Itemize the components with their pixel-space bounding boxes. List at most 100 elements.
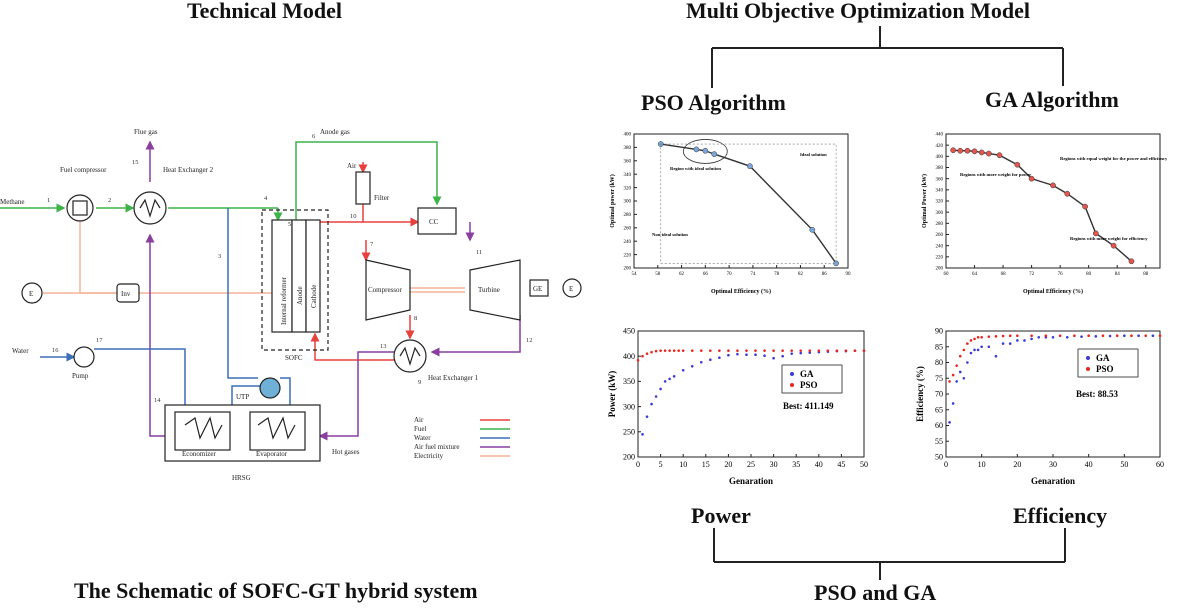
series-point-pso [790,349,793,352]
pareto-point [1014,161,1021,168]
turbine [469,259,521,321]
x-tick-label: 40 [1085,460,1093,469]
stream-number: 6 [312,133,316,140]
label-turbine: Turbine [478,286,500,294]
plot-frame [637,330,865,458]
y-tick-label: 360 [624,159,632,164]
x-tick-label: 70 [727,272,733,277]
y-tick-label: 200 [936,267,944,272]
ideal-box [660,143,837,264]
y-tick-label: 320 [624,186,632,191]
label-water: Water [12,347,29,355]
stream-number: 16 [52,347,59,354]
inverter [116,283,140,303]
y-tick-label: 240 [936,244,944,249]
legend-label: PSO [800,380,818,390]
stream-number: 1 [47,197,50,204]
y-tick-label: 200 [623,453,635,462]
chart-annotation: Ideal solution [800,152,827,157]
series-point-ga [1008,342,1012,345]
legend-label: Fuel [414,425,427,433]
series-point-pso [645,352,649,355]
y-tick-label: 300 [936,211,944,216]
y-axis-label: Optimal power (kW) [609,174,616,228]
label-hrsg: HRSG [232,474,251,482]
pareto-point [957,147,964,154]
x-axis-label: Genaration [729,476,773,486]
series-point-ga [668,377,671,381]
label-utp: UTP [236,393,249,401]
stream-number: 10 [350,213,357,220]
series-point-pso [1016,334,1019,338]
series-point-pso [659,349,662,352]
series-point-ga [1108,334,1112,338]
series-point-pso [808,349,812,352]
y-tick-label: 260 [936,233,944,238]
label-cathode: Cathode [310,285,318,308]
series-point-ga [645,415,649,418]
x-tick-label: 54 [632,272,638,277]
series-point-pso [980,336,983,339]
series-point-pso [844,349,848,352]
hrsg [164,404,321,462]
y-tick-label: 75 [935,374,943,383]
series-point-pso [948,380,951,383]
x-tick-label: 80 [1086,272,1092,277]
pareto-point [711,151,718,157]
pareto-point [702,147,709,154]
electric-load-right [562,278,582,298]
series-point-pso [966,342,969,345]
series-point-ga [980,345,983,349]
filter [355,171,371,205]
x-tick-label: 10 [978,460,986,469]
x-tick-label: 20 [724,460,732,469]
y-axis-label: Power (kW) [607,371,617,418]
y-tick-label: 450 [623,327,635,336]
series-point-ga [727,353,730,357]
series-point-ga [962,376,966,380]
heading-power: Power [691,503,751,528]
y-tick-label: 85 [935,342,943,351]
series-point-ga [745,353,748,356]
stream-number: 14 [154,397,161,404]
pareto-point [971,148,978,155]
label-sofc: SOFC [285,354,303,362]
series-point-ga [1051,336,1055,339]
x-tick-label: 5 [659,460,663,469]
label-internal-reformer: Internal reformer [280,276,288,325]
heat-exchanger-1 [393,339,427,373]
series-point-ga [790,352,793,355]
y-tick-label: 55 [935,437,943,446]
label-methane: Methane [0,198,25,206]
mixture-lines [145,140,521,441]
legend-label: GA [800,369,814,379]
series-point-ga [736,352,739,356]
y-tick-label: 90 [935,327,943,336]
series-point-ga [966,361,969,364]
stream-number: 8 [414,315,417,322]
series-point-pso [976,336,980,339]
series-point-ga [1094,335,1098,338]
x-tick-label: 82 [798,272,804,277]
x-tick-label: 10 [679,460,687,469]
series-point-pso [853,349,857,352]
ideal-region-ellipse [682,139,728,164]
stream-number: 13 [380,343,387,350]
y-tick-label: 400 [936,155,944,160]
series-point-ga [955,380,958,383]
series-point-pso [1144,334,1148,338]
water-lines [40,208,291,422]
legend-label: Air [414,416,424,424]
legend-marker-pso [1086,367,1090,371]
series-point-ga [976,348,980,352]
series-point-pso [1058,334,1062,338]
x-tick-label: 0 [636,460,640,469]
x-tick-label: 76 [1058,272,1064,277]
y-tick-label: 400 [624,133,632,138]
series-point-ga [754,353,757,356]
chart-annotation: Regions with more weight for power [960,172,1031,177]
x-tick-label: 40 [815,460,823,469]
combustion-chamber [417,207,457,235]
